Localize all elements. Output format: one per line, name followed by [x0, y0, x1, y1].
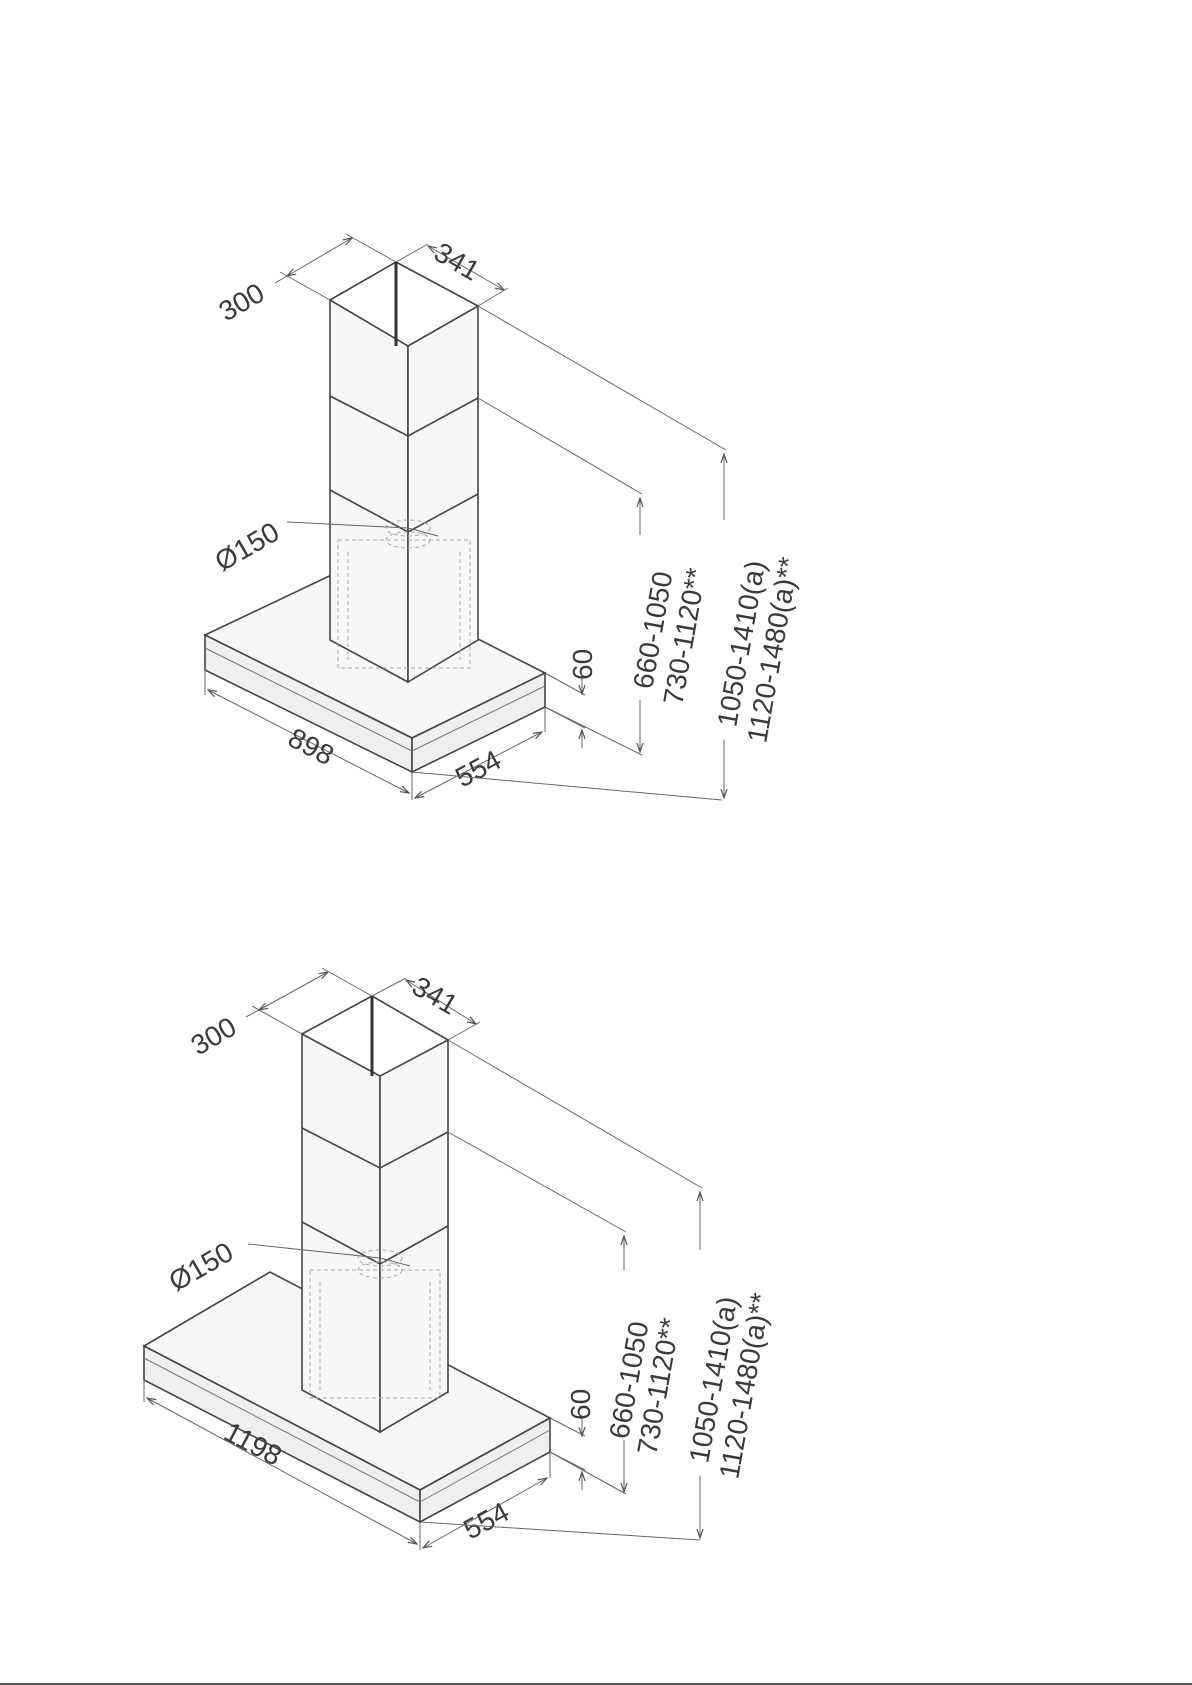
- dim-duct-width-bottom: 300: [186, 1011, 242, 1061]
- dim-canopy-height-bottom: 60: [565, 1389, 596, 1420]
- dim-outlet-diameter-top: Ø150: [210, 516, 285, 577]
- dim-outlet-diameter-bottom: Ø150: [164, 1236, 239, 1297]
- chimney-left-face: [330, 300, 408, 682]
- dim-canopy-height-top: 60: [567, 649, 598, 680]
- dim-canopy-depth-top: 554: [450, 744, 506, 793]
- hood-drawing-bottom: 300 341 Ø150 1198 554 60 660-1050 730-11…: [144, 968, 777, 1550]
- dim-duct-depth-bottom: 341: [407, 970, 463, 1020]
- chimney-right-face: [380, 1040, 448, 1432]
- hood-drawing-top: 300 341 Ø150 898 554 60 660-1050 730-112…: [205, 234, 805, 800]
- dim-canopy-depth-bottom: 554: [458, 1496, 514, 1545]
- chimney-left-face: [302, 1034, 380, 1432]
- dim-duct-depth-top: 341: [429, 236, 485, 286]
- chimney-right-face: [408, 306, 478, 682]
- dim-duct-width-top: 300: [214, 277, 270, 327]
